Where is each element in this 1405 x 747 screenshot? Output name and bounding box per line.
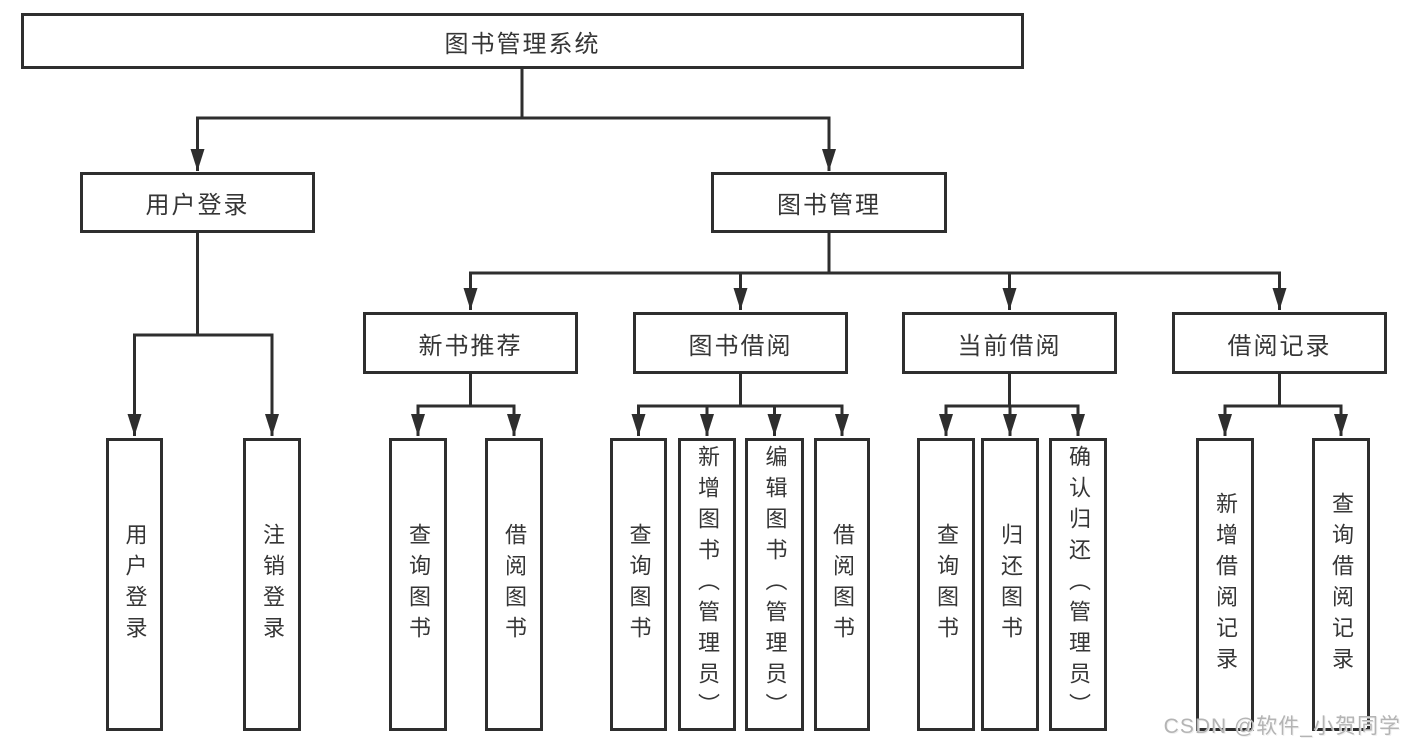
leaf-search-books-borrow: 查询图书 (610, 438, 667, 731)
connector-borrow-records (1218, 374, 1348, 436)
csdn-watermark: CSDN @软件_小贺同学 (1163, 715, 1401, 738)
leaf-edit-book-admin: 编辑图书（管理员） (745, 438, 804, 731)
leaf-borrow-books: 借阅图书 (814, 438, 870, 731)
leaf-search-books-current: 查询图书 (917, 438, 975, 731)
connector-user-login (127, 233, 279, 436)
leaf-search-books-recommend: 查询图书 (389, 438, 447, 731)
connector-current-borrow (939, 374, 1085, 436)
node-current-borrow: 当前借阅 (902, 312, 1117, 374)
connector-book-borrow (631, 374, 849, 436)
node-library-management-system: 图书管理系统 (21, 13, 1024, 69)
leaf-return-book: 归还图书 (981, 438, 1039, 731)
node-user-login: 用户登录 (80, 172, 315, 233)
leaf-user-login: 用户登录 (106, 438, 163, 731)
node-new-book-recommend: 新书推荐 (363, 312, 578, 374)
leaf-add-book-admin: 新增图书（管理员） (678, 438, 736, 731)
leaf-add-borrow-record: 新增借阅记录 (1196, 438, 1254, 731)
node-book-management: 图书管理 (711, 172, 947, 233)
leaf-search-borrow-record: 查询借阅记录 (1312, 438, 1370, 731)
connector-root (190, 69, 836, 171)
leaf-confirm-return-admin: 确认归还（管理员） (1049, 438, 1107, 731)
node-book-borrow: 图书借阅 (633, 312, 848, 374)
connector-new-book-recommend (411, 374, 521, 436)
connector-book-management (463, 233, 1287, 310)
node-borrow-records: 借阅记录 (1172, 312, 1387, 374)
leaf-borrow-books-recommend: 借阅图书 (485, 438, 543, 731)
leaf-logout: 注销登录 (243, 438, 301, 731)
